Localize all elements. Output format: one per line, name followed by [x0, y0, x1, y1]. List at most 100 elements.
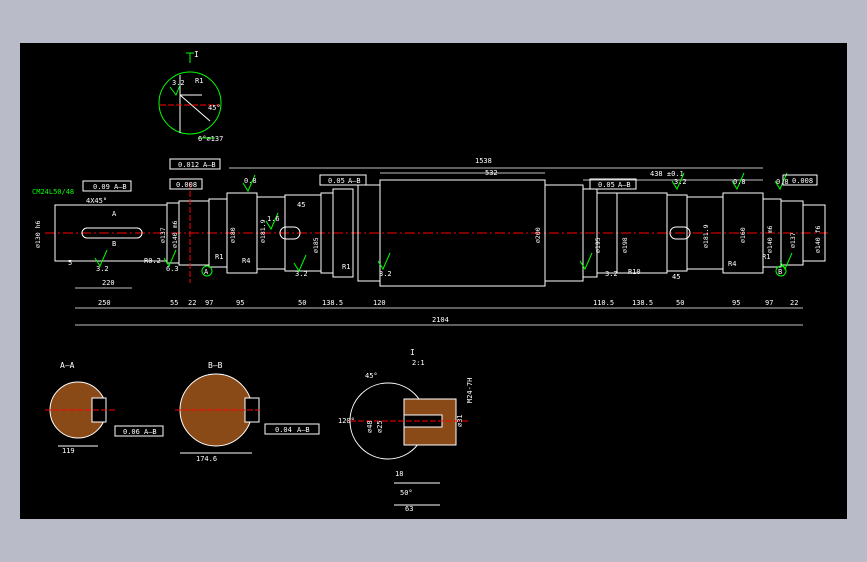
len-22b: 22 [790, 299, 798, 307]
tol-0008: 0.008 [176, 181, 197, 189]
tolerance-frames [82, 158, 818, 192]
end-detail-d31: ⌀31 [456, 414, 464, 427]
section-bb-tol: 0.04 [275, 426, 292, 434]
dia-160: ⌀160 [739, 227, 747, 243]
radius-r10: R10 [628, 268, 641, 276]
len-1385: 138.5 [322, 299, 343, 307]
end-detail-d25: ⌀25 [376, 420, 384, 433]
dia-195: ⌀195 [594, 237, 602, 253]
section-aa-datum: A—B [144, 428, 157, 436]
section-aa-119: 119 [62, 447, 75, 455]
datum-a-label: A [112, 210, 117, 218]
end-detail-63: 63 [405, 505, 413, 513]
roughness-08-a: 0.8 [244, 177, 257, 185]
dia-137: ⌀137 [159, 227, 167, 243]
tol-005: 0.05 [328, 177, 345, 185]
radius-r4b: R4 [728, 260, 736, 268]
thread-callout: CM24L50/48 [32, 188, 74, 196]
end-detail [349, 382, 470, 506]
cad-viewport[interactable]: I R1 45° 6°⌀137 3.2 [20, 43, 847, 519]
section-bb-title: B—B [208, 361, 223, 370]
detail-i-roughness: 3.2 [172, 79, 185, 87]
dim-532: 532 [485, 169, 498, 177]
detail-i-6x137: 6°⌀137 [198, 135, 223, 143]
end-detail-label: I [410, 348, 415, 357]
dia-140m6: ⌀140 m6 [171, 221, 179, 248]
shaft-drawing: I R1 45° 6°⌀137 3.2 [32, 50, 828, 513]
len-95b: 95 [732, 299, 740, 307]
end-detail-d48: ⌀48 [366, 420, 374, 433]
len-45: 45 [297, 201, 305, 209]
dia-140f6: ⌀140 f6 [814, 226, 822, 253]
chamfer-callout: 4X45° [86, 197, 107, 205]
dimension-lines [75, 167, 803, 326]
len-45b: 45 [672, 273, 680, 281]
tol-datum-ab-3: A—B [348, 177, 361, 185]
len-220: 220 [102, 279, 115, 287]
end-detail-50: 50° [400, 489, 413, 497]
dia-130: ⌀130 h6 [34, 221, 42, 248]
radius-r1-center: R1 [342, 263, 350, 271]
section-aa [45, 381, 164, 447]
radius-r1b: R1 [762, 253, 770, 261]
len-1385b: 138.5 [632, 299, 653, 307]
datum-b-label: B [112, 240, 116, 248]
tol-datum-ab-1: A—B [114, 183, 127, 191]
radius-r02: R0.2 [144, 257, 161, 265]
tol-009: 0.09 [93, 183, 110, 191]
len-50: 50 [298, 299, 306, 307]
len-22: 22 [188, 299, 196, 307]
detail-i-label: I [194, 50, 199, 59]
detail-i: I R1 45° 6°⌀137 3.2 [158, 50, 223, 143]
detail-i-r1: R1 [195, 77, 203, 85]
section-aa-tol: 0.06 [123, 428, 140, 436]
roughness-32-b: 3.2 [295, 270, 308, 278]
dia-140m6r: ⌀140 m6 [766, 226, 774, 253]
roughness-32-c: 3.2 [379, 270, 392, 278]
end-detail-18: 18 [395, 470, 403, 478]
tol-datum-ab-2: A—B [203, 161, 216, 169]
main-shaft [45, 179, 828, 287]
section-aa-title: A—A [60, 361, 75, 370]
section-bb-datum: A—B [297, 426, 310, 434]
len-1105: 110.5 [593, 299, 614, 307]
end-detail-scale: 2:1 [412, 359, 425, 367]
dim-438: 438 ±0.1 [650, 170, 684, 178]
dia-181r: ⌀181.9 [702, 224, 710, 248]
dim-2104: 2104 [432, 316, 449, 324]
section-bb-1746: 174.6 [196, 455, 217, 463]
radius-r1: R1 [215, 253, 223, 261]
dim-1538: 1538 [475, 157, 492, 165]
len-120: 120 [373, 299, 386, 307]
len-97b: 97 [765, 299, 773, 307]
end-detail-120: 120° [338, 417, 355, 425]
len-55: 55 [170, 299, 178, 307]
datum-b-marker: B [778, 268, 782, 276]
roughness-32-e: 3.2 [674, 178, 687, 186]
roughness-32-d: 3.2 [605, 270, 618, 278]
roughness-symbols [94, 172, 793, 273]
dia-181: ⌀181.9 [259, 219, 267, 243]
tol-datum-ab-4: A—B [618, 181, 631, 189]
len-50b: 50 [676, 299, 684, 307]
tol-0008b: 0.008 [792, 177, 813, 185]
roughness-08-b: 0.8 [733, 178, 746, 186]
len-95: 95 [236, 299, 244, 307]
end-detail-45: 45° [365, 372, 378, 380]
datum-a-marker: A [204, 268, 209, 276]
roughness-32-a: 3.2 [96, 265, 109, 273]
roughness-63: 6.3 [166, 265, 179, 273]
len-250: 250 [98, 299, 111, 307]
dia-137r: ⌀137 [789, 232, 797, 248]
dia-198: ⌀198 [621, 237, 629, 253]
len-5: 5 [68, 259, 72, 267]
radius-r4: R4 [242, 257, 250, 265]
dia-200: ⌀200 [534, 227, 542, 243]
tol-0012: 0.012 [178, 161, 199, 169]
detail-i-45: 45° [208, 104, 221, 112]
dia-180: ⌀180 [229, 227, 237, 243]
end-detail-m24: M24-7H [466, 378, 474, 403]
roughness-16: 1.6 [267, 215, 280, 223]
section-bb [175, 373, 320, 454]
